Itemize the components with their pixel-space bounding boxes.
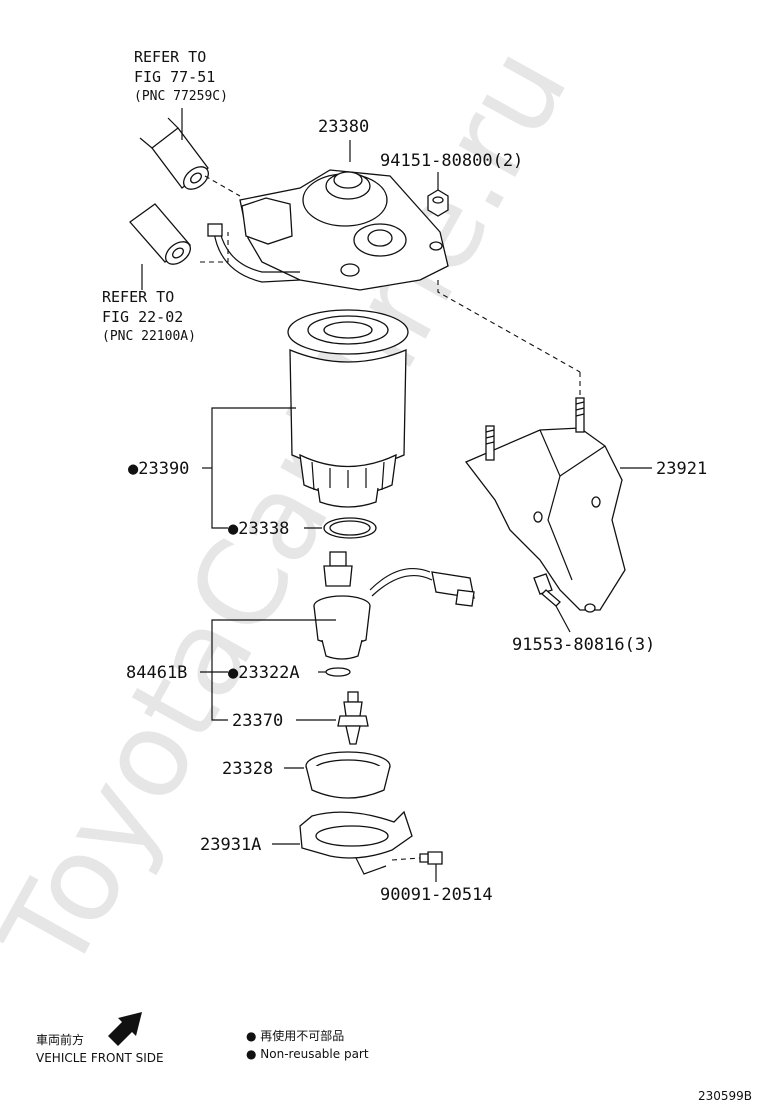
figure-code: 230599B <box>698 1089 752 1103</box>
label-94151: 94151-80800(2) <box>380 151 523 171</box>
filter-element-23390 <box>287 309 409 508</box>
reference-upper-line1: REFER TO <box>134 48 206 66</box>
label-23338: ●23338 <box>228 519 289 539</box>
reference-upper: REFER TO FIG 77-51 (PNC 77259C) <box>134 48 228 104</box>
reference-upper-line3: (PNC 77259C) <box>134 89 228 104</box>
label-90091: 90091-20514 <box>380 885 493 905</box>
gasket-23338 <box>323 517 377 539</box>
reference-lower-line2: FIG 22-02 <box>102 308 183 326</box>
o-ring-23322A <box>325 667 351 677</box>
nut-94151 <box>427 189 449 217</box>
sensor-84461B <box>313 551 475 660</box>
label-23328: 23328 <box>222 759 273 779</box>
reference-lower-line3: (PNC 22100A) <box>102 329 196 344</box>
cup-23328 <box>305 751 391 799</box>
hose-upper <box>139 117 209 190</box>
label-23931A: 23931A <box>200 835 261 855</box>
hose-lower <box>129 203 191 265</box>
label-23370: 23370 <box>232 711 283 731</box>
legend-jp: ● 再使用不可部品 <box>246 1028 344 1043</box>
reference-lower: REFER TO FIG 22-02 (PNC 22100A) <box>102 288 196 344</box>
filter-head-23380 <box>207 169 449 291</box>
vehicle-front-indicator: 車両前方 VEHICLE FRONT SIDE <box>36 1012 164 1065</box>
clamp-23931A <box>299 810 413 875</box>
label-91553: 91553-80816(3) <box>512 635 655 655</box>
reference-upper-line2: FIG 77-51 <box>134 68 215 86</box>
reference-lower-line1: REFER TO <box>102 288 174 306</box>
label-23380: 23380 <box>318 117 369 137</box>
drain-plug-23370 <box>337 691 369 745</box>
vehicle-front-jp: 車両前方 <box>36 1032 84 1047</box>
label-23322A: ●23322A <box>228 663 300 683</box>
label-23390: ●23390 <box>128 459 189 479</box>
label-23921: 23921 <box>656 459 707 479</box>
bolt-91553 <box>533 573 561 607</box>
bolt-90091 <box>419 851 443 865</box>
bracket-23921 <box>464 397 626 613</box>
legend-en: ● Non-reusable part <box>246 1047 369 1061</box>
label-84461B: 84461B <box>126 663 187 683</box>
vehicle-front-en: VEHICLE FRONT SIDE <box>36 1051 164 1065</box>
legend: ● 再使用不可部品 ● Non-reusable part <box>246 1028 369 1061</box>
front-arrow-icon <box>108 1012 142 1046</box>
